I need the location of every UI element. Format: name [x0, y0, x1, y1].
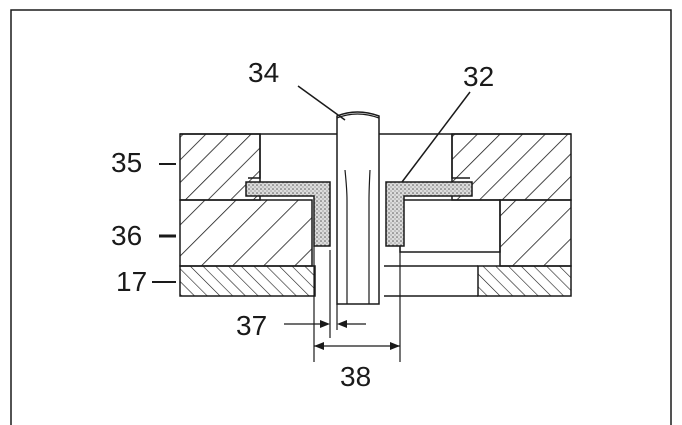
layer-36-left [180, 200, 312, 266]
label-17: 17 [116, 266, 147, 297]
label-34: 34 [248, 57, 279, 88]
label-37: 37 [236, 310, 267, 341]
label-36-group: 36 [111, 220, 176, 251]
label-36: 36 [111, 220, 142, 251]
figure-frame [10, 9, 672, 425]
layer-36-plate [179, 199, 572, 267]
seal-32 [245, 181, 473, 247]
pin-34 [336, 111, 380, 305]
label-34-group: 34 [248, 57, 346, 121]
label-32-group: 32 [401, 61, 494, 183]
seal-32-right [385, 181, 473, 247]
label-38: 38 [340, 361, 371, 392]
label-32: 32 [463, 61, 494, 92]
layer-17-plate [179, 265, 572, 297]
dimension-37: 37 [236, 250, 366, 341]
label-35-group: 35 [111, 147, 176, 178]
layer-17-right [478, 266, 571, 296]
layer-17-left [180, 266, 315, 296]
label-17-group: 17 [116, 266, 176, 297]
layer-36-right [500, 200, 571, 266]
dimension-38: 38 [313, 246, 401, 392]
label-35: 35 [111, 147, 142, 178]
